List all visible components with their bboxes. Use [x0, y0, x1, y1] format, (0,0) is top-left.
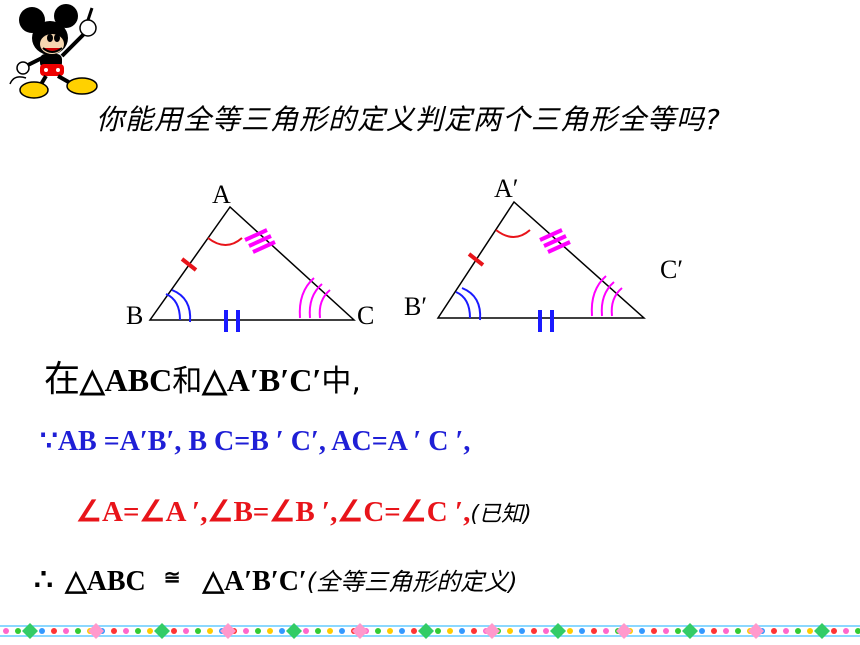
- angle-a-mark: [207, 237, 243, 246]
- statement-conclusion: ∴ △ABC ≅ △A′B′C′(全等三角形的定义): [34, 562, 518, 598]
- tick-ac: [244, 228, 276, 254]
- statement-sides-equal: ∵AB =A′B′, B C=B ′ C′, AC=A ′ C ′,: [40, 424, 470, 458]
- congruent-symbol: ≅: [163, 567, 181, 589]
- sides-equal-text: AB =A′B′, B C=B ′ C′, AC=A ′ C ′,: [57, 426, 471, 457]
- triangle-abc-prime-text: △A′B′C′: [202, 362, 322, 398]
- statement-angles-equal: ∠A=∠A ′,∠B=∠B ′,∠C=∠C ′,(已知): [76, 494, 532, 529]
- vertex-b-prime-label: B′: [404, 292, 427, 321]
- vertex-b-label: B: [126, 301, 143, 330]
- therefore-symbol: ∴: [34, 564, 53, 597]
- decorative-bottom-border: [0, 623, 860, 639]
- tick-bc-prime: [538, 310, 554, 332]
- triangle-abc: [148, 205, 356, 321]
- triangle-diagram: A B C A′ B′ C′: [126, 174, 683, 332]
- zhong-text: 中,: [321, 364, 361, 399]
- tick-ab-prime: [467, 252, 485, 267]
- vertex-a-label: A: [212, 180, 231, 209]
- known-note: (已知): [470, 502, 532, 527]
- angle-c-mark: [298, 277, 331, 319]
- conclusion-reason: (全等三角形的定义): [306, 568, 518, 596]
- tick-bc: [224, 310, 240, 332]
- conclusion-right: △A′B′C′: [202, 566, 307, 597]
- tick-ac-prime: [539, 228, 571, 254]
- angles-equal-text: ∠A=∠A ′,∠B=∠B ′,∠C=∠C ′,: [76, 496, 471, 528]
- tick-ab: [180, 257, 198, 272]
- question-text: 你能用全等三角形的定义判定两个三角形全等吗?: [96, 103, 721, 136]
- statement-in-triangles: 在△ABC和△A′B′C′中,: [44, 350, 361, 402]
- angle-a-prime-mark: [495, 229, 531, 238]
- angle-c-prime-mark: [590, 275, 623, 317]
- zai-text: 在: [44, 359, 81, 400]
- angle-b-mark: [165, 289, 192, 323]
- vertex-c-label: C: [357, 301, 374, 330]
- he-text: 和: [172, 364, 203, 399]
- conclusion-left: △ABC: [65, 566, 146, 597]
- vertex-c-prime-label: C′: [660, 255, 683, 284]
- angle-b-prime-mark: [455, 287, 482, 321]
- triangle-abc-text: △ABC: [80, 362, 173, 398]
- because-symbol: ∵: [40, 426, 58, 457]
- vertex-a-prime-label: A′: [494, 174, 518, 203]
- mickey-mouse-icon: [9, 4, 98, 99]
